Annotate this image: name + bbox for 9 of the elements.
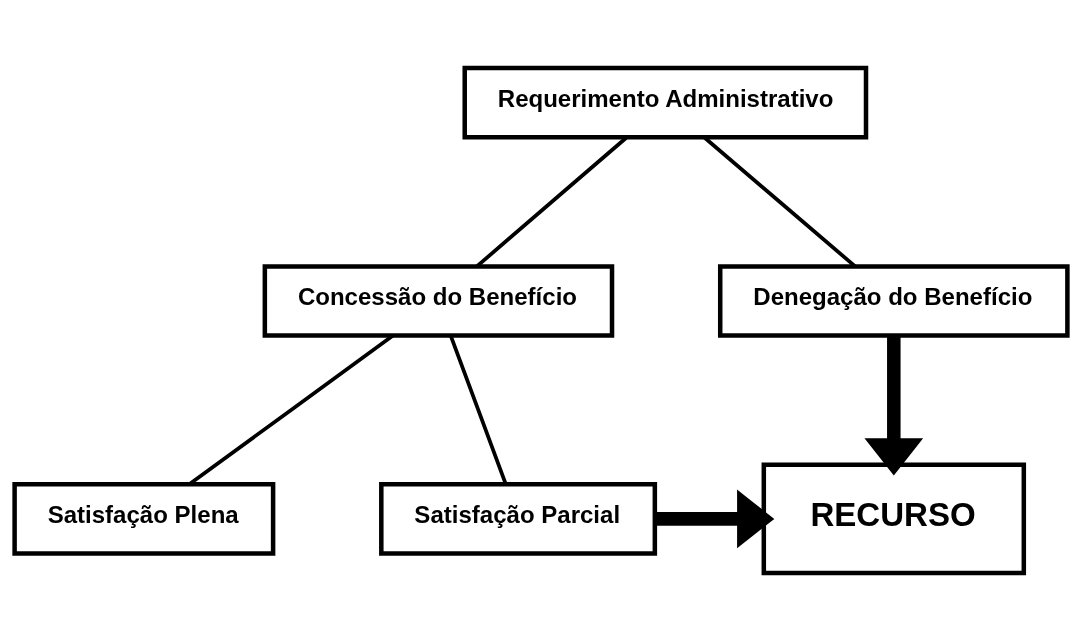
arrow bbox=[864, 335, 924, 476]
node-box: Requerimento Administrativo bbox=[462, 65, 869, 140]
node-box: Concessão do Benefício bbox=[262, 264, 615, 338]
node-box: Satisfação Parcial bbox=[379, 482, 658, 556]
connector bbox=[448, 334, 508, 485]
node-box: Satisfação Plena bbox=[12, 482, 276, 556]
arrow bbox=[655, 489, 775, 549]
node-box: RECURSO bbox=[761, 462, 1027, 576]
node-box: Denegação do Benefício bbox=[717, 264, 1070, 338]
